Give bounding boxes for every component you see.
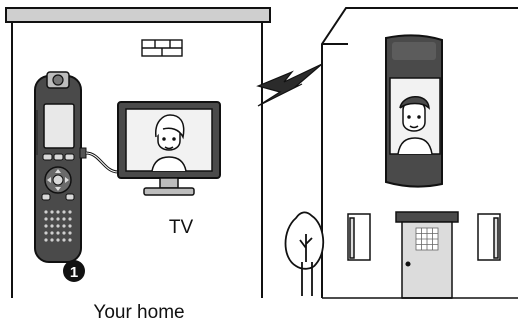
door-icon — [396, 212, 458, 298]
window-right — [478, 214, 500, 260]
lightning-icon — [258, 64, 322, 106]
window-left — [348, 214, 370, 260]
brick-icon — [142, 40, 182, 56]
home-caption: Your home — [93, 302, 184, 323]
tv-label: TV — [169, 217, 194, 238]
tree-icon — [286, 212, 324, 296]
camera-recorder-icon — [35, 72, 86, 262]
step-marker: 1 — [63, 260, 85, 282]
step-marker-number: 1 — [70, 264, 78, 281]
